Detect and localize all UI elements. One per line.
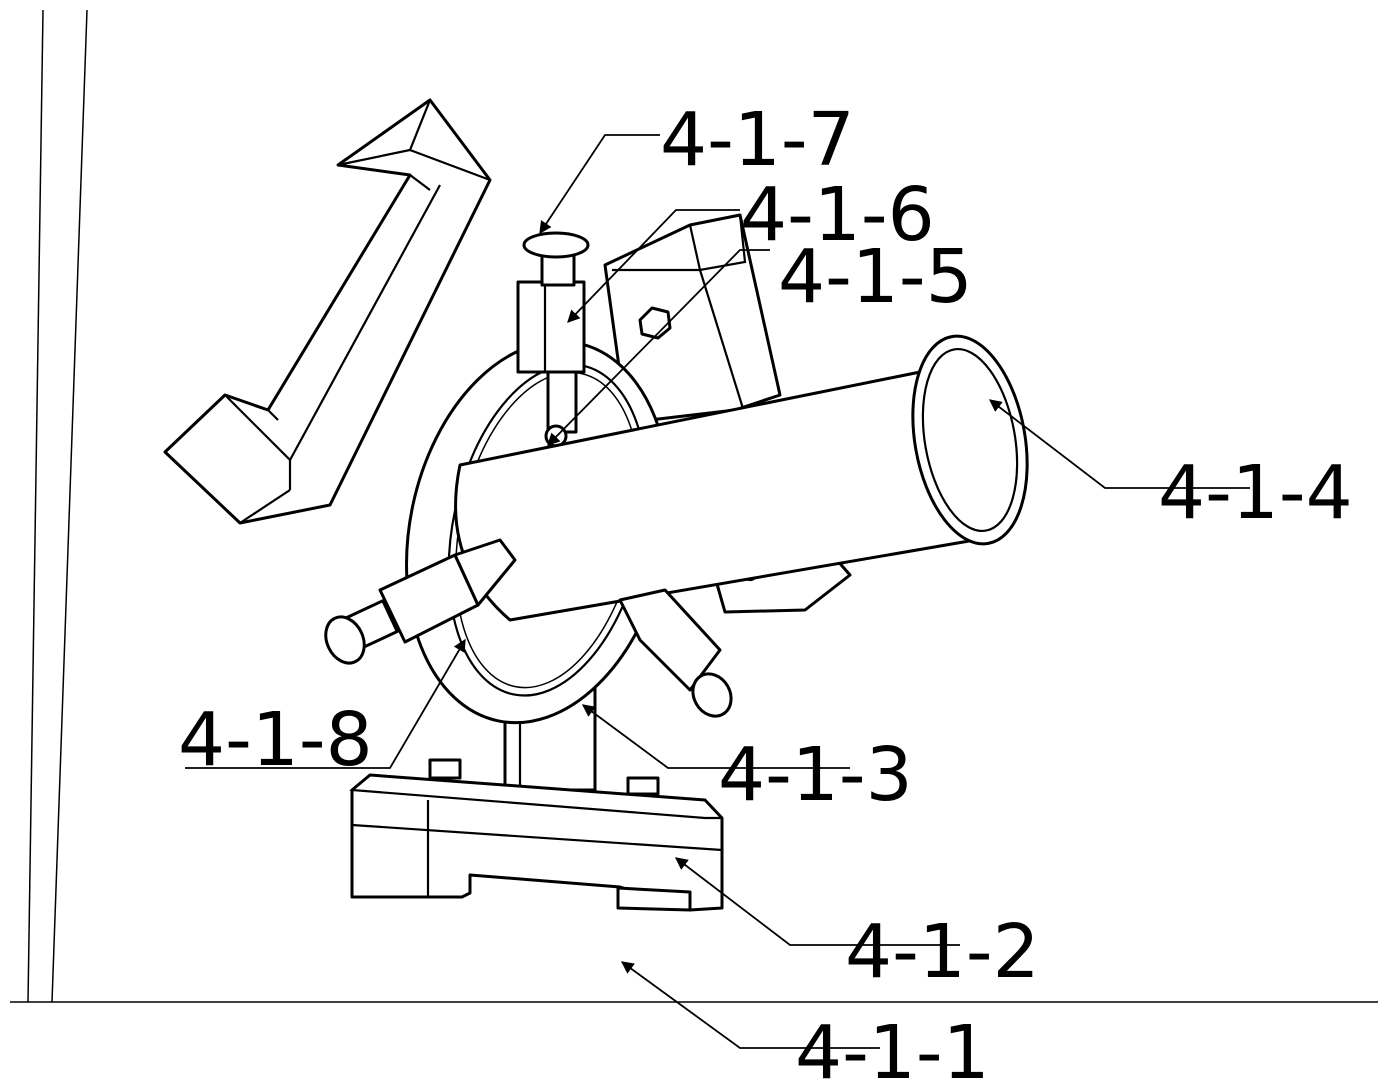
label-4-1-6: 4-1-6 — [740, 172, 935, 258]
label-4-1-2: 4-1-2 — [845, 909, 1040, 995]
label-4-1-3: 4-1-3 — [718, 732, 913, 818]
leader-lines — [185, 134, 1250, 1049]
l-bracket — [163, 98, 492, 525]
label-4-1-7: 4-1-7 — [660, 97, 855, 183]
label-4-1-8: 4-1-8 — [178, 697, 373, 783]
base-plate — [349, 758, 724, 912]
top-screw-assembly — [516, 231, 590, 448]
main-tube — [454, 334, 1029, 622]
right-screw-assembly — [618, 588, 733, 718]
panel-frame — [10, 9, 1378, 1003]
label-4-1-1: 4-1-1 — [795, 1010, 990, 1087]
left-screw-assembly — [324, 538, 517, 665]
label-4-1-4: 4-1-4 — [1158, 450, 1353, 536]
label-4-1-5: 4-1-5 — [778, 234, 973, 320]
rear-support-block — [603, 213, 782, 422]
